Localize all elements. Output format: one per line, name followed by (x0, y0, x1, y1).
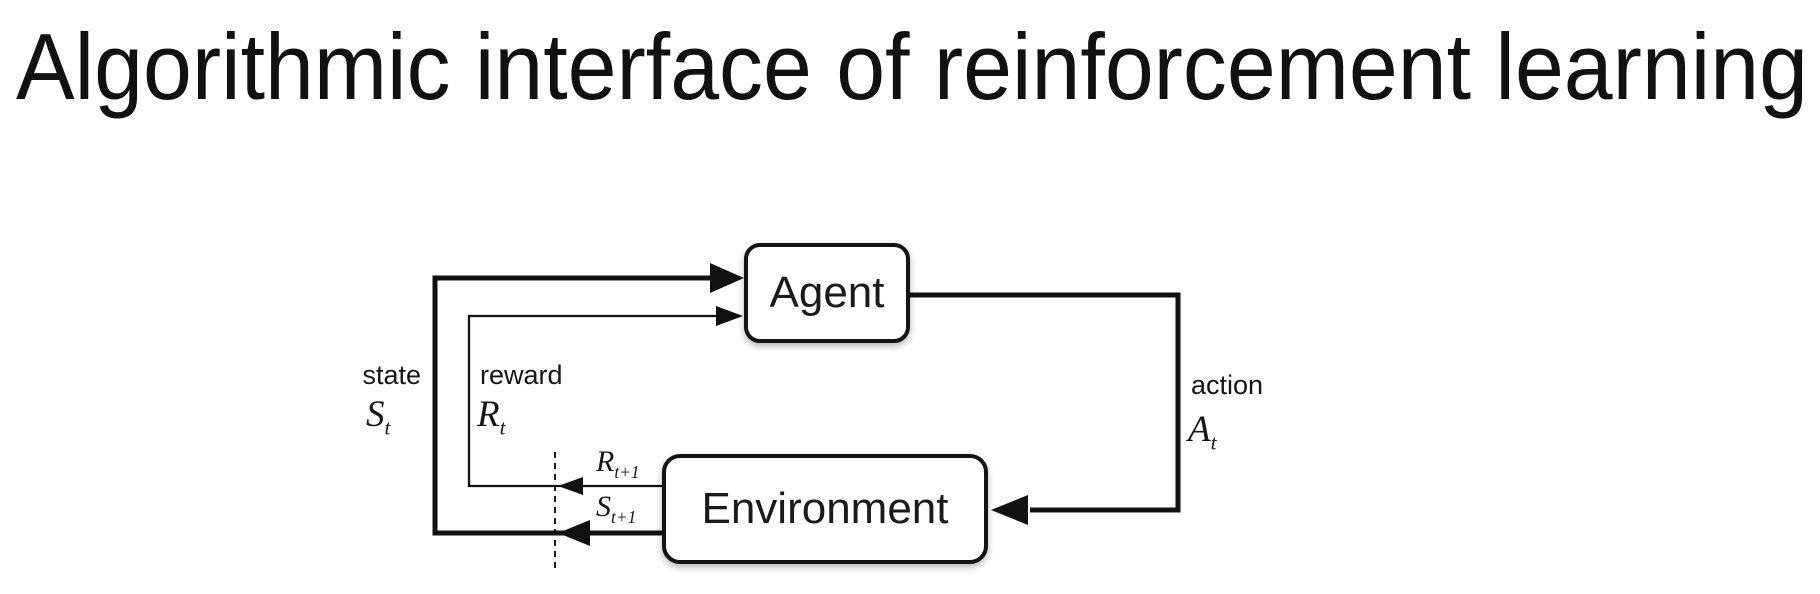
reward-word-label: reward (480, 360, 563, 390)
action-word-label: action (1191, 370, 1264, 400)
next-reward-symbol: Rt+1 (596, 445, 640, 481)
action-into-environment-arrowhead-icon (991, 495, 1028, 525)
next-reward-symbol-letter: R (596, 445, 615, 478)
next-state-symbol: St+1 (596, 490, 636, 526)
reward-into-agent-arrowhead-icon (716, 306, 743, 326)
next-state-symbol-letter: S (596, 490, 611, 523)
next-reward-symbol-subscript: t+1 (614, 462, 640, 482)
agent-node: Agent (744, 243, 910, 343)
action-symbol-letter: A (1188, 409, 1211, 450)
environment-node: Environment (662, 454, 988, 564)
next-state-arrowhead-icon (558, 520, 590, 546)
next-reward-arrowhead-icon (558, 477, 583, 495)
state-symbol: St (366, 394, 390, 438)
state-into-agent-arrowhead-icon (710, 263, 744, 293)
reward-symbol-letter: R (477, 394, 500, 435)
action-loop-line (909, 292, 1181, 513)
state-symbol-subscript: t (384, 415, 391, 440)
action-symbol-subscript: t (1210, 430, 1217, 455)
next-state-symbol-subscript: t+1 (611, 507, 637, 527)
slide-title: Algorithmic interface of reinforcement l… (16, 14, 1808, 119)
reward-symbol-subscript: t (499, 415, 506, 440)
state-loop-line (432, 275, 724, 536)
state-word-label: state (362, 360, 421, 390)
agent-node-label: Agent (769, 268, 885, 317)
environment-node-label: Environment (701, 484, 949, 533)
action-symbol: At (1188, 409, 1217, 453)
reward-symbol: Rt (477, 394, 506, 438)
state-symbol-letter: S (366, 394, 385, 435)
